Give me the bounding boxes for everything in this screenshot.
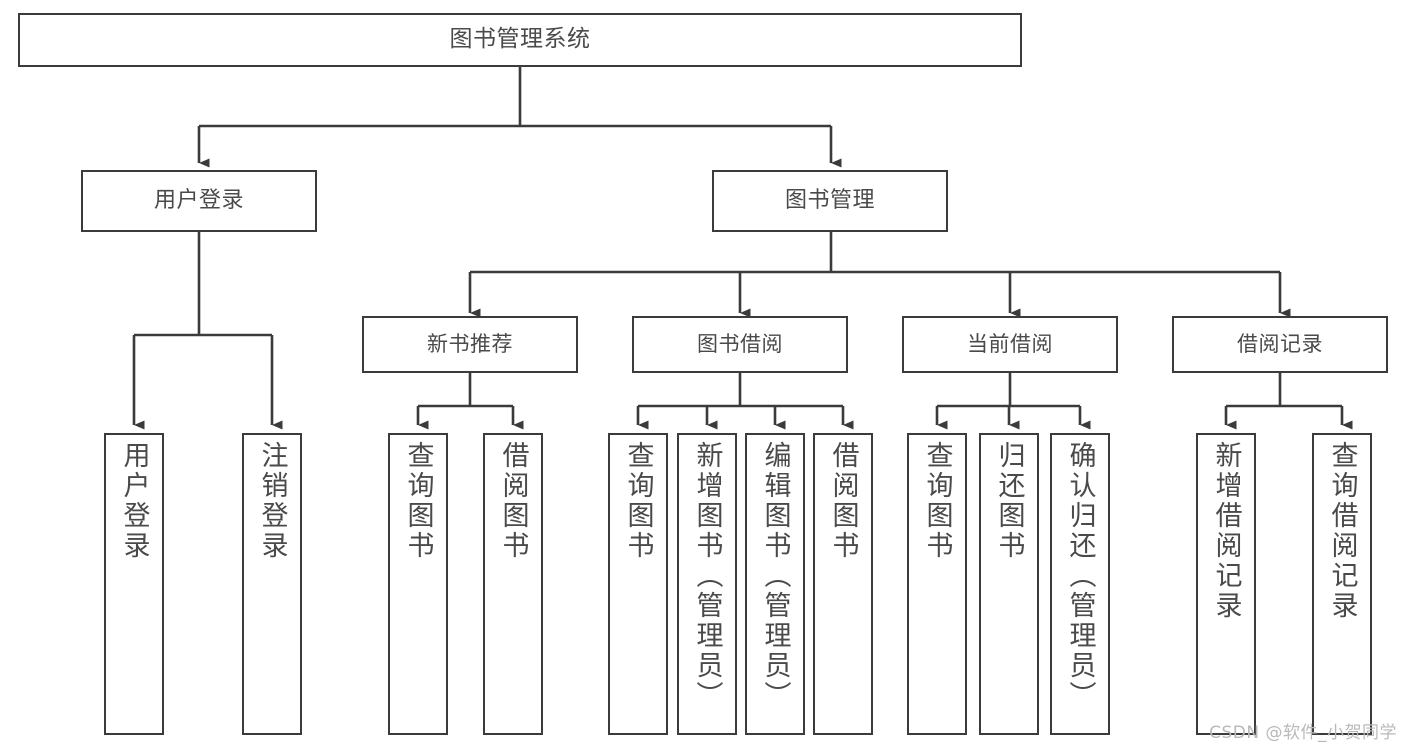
node-label: 确认归还（管理员） <box>1064 441 1096 711</box>
node-label: 新书推荐 <box>427 332 513 357</box>
node-label: 借阅图书 <box>497 441 529 561</box>
node-label: 图书管理 <box>784 188 875 214</box>
node-book-management[interactable]: 图书管理 <box>712 170 948 232</box>
node-label: 新增借阅记录 <box>1210 441 1242 621</box>
node-root-system[interactable]: 图书管理系统 <box>18 13 1022 67</box>
node-label: 归还图书 <box>993 441 1025 561</box>
node-label: 借阅图书 <box>827 441 859 561</box>
leaf-current-borrow-query[interactable]: 查询图书 <box>907 433 967 735</box>
leaf-user-login-logout[interactable]: 注销登录 <box>242 433 302 735</box>
node-new-book-recommend[interactable]: 新书推荐 <box>362 316 578 373</box>
leaf-book-borrow-borrow[interactable]: 借阅图书 <box>813 433 873 735</box>
leaf-book-borrow-add[interactable]: 新增图书（管理员） <box>677 433 737 735</box>
node-book-borrow[interactable]: 图书借阅 <box>632 316 848 373</box>
node-label: 编辑图书（管理员） <box>759 441 791 711</box>
node-label: 查询图书 <box>622 441 654 561</box>
node-current-borrow[interactable]: 当前借阅 <box>902 316 1118 373</box>
node-label: 注销登录 <box>256 441 288 561</box>
node-label: 当前借阅 <box>967 332 1053 357</box>
node-label: 查询图书 <box>402 441 434 561</box>
node-borrow-record[interactable]: 借阅记录 <box>1172 316 1388 373</box>
node-label: 查询图书 <box>921 441 953 561</box>
leaf-borrow-record-add[interactable]: 新增借阅记录 <box>1196 433 1256 735</box>
node-label: 图书借阅 <box>697 332 783 357</box>
node-label: 借阅记录 <box>1237 332 1323 357</box>
leaf-book-borrow-edit[interactable]: 编辑图书（管理员） <box>745 433 805 735</box>
leaf-current-borrow-confirm-return[interactable]: 确认归还（管理员） <box>1050 433 1110 735</box>
node-user-login[interactable]: 用户登录 <box>81 170 317 232</box>
leaf-borrow-record-query[interactable]: 查询借阅记录 <box>1312 433 1372 735</box>
leaf-new-book-borrow[interactable]: 借阅图书 <box>483 433 543 735</box>
node-label: 查询借阅记录 <box>1326 441 1358 621</box>
node-label: 用户登录 <box>118 441 150 561</box>
watermark-text: CSDN @软件_小贺同学 <box>1209 723 1397 743</box>
node-label: 用户登录 <box>153 188 244 214</box>
leaf-book-borrow-query[interactable]: 查询图书 <box>608 433 668 735</box>
leaf-current-borrow-return[interactable]: 归还图书 <box>979 433 1039 735</box>
node-label: 图书管理系统 <box>449 26 591 53</box>
leaf-user-login-login[interactable]: 用户登录 <box>104 433 164 735</box>
node-label: 新增图书（管理员） <box>691 441 723 711</box>
leaf-new-book-query[interactable]: 查询图书 <box>388 433 448 735</box>
